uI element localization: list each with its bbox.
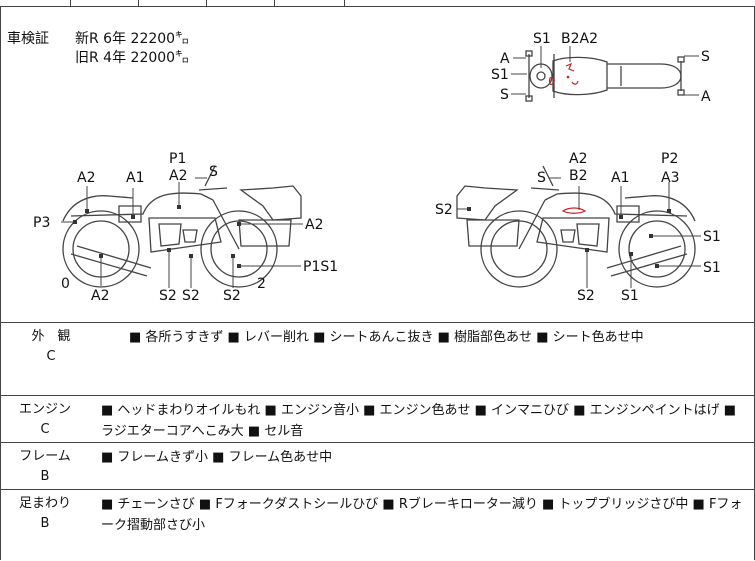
- label-top-a-right: A: [701, 89, 711, 105]
- label-top-s-left: S: [500, 87, 509, 103]
- section-details: ■ フレームきず小 ■ フレーム色あせ中: [101, 450, 333, 465]
- label-right-a2: A2: [569, 151, 587, 167]
- section-details: ■ ヘッドまわりオイルもれ ■ エンジン音小 ■ エンジン色あせ ■ インマニひ…: [101, 403, 737, 439]
- label-right-s1-lower: S1: [703, 260, 721, 276]
- section-label: 足まわり B: [15, 494, 75, 534]
- section-title: フレーム: [19, 449, 71, 464]
- section-grade: B: [40, 469, 50, 484]
- label-top-b2a2: B2A2: [561, 31, 598, 47]
- section-title: 外 観: [31, 329, 71, 344]
- label-right-s1-upper: S1: [703, 229, 721, 245]
- registration-old: 旧R 4年 22000㌔: [75, 50, 190, 66]
- section-engine: エンジン C ■ ヘッドまわりオイルもれ ■ エンジン音小 ■ エンジン色あせ …: [0, 396, 755, 443]
- label-left-s2-c: S2: [223, 288, 241, 304]
- label-right-s2-bottom: S2: [577, 288, 595, 304]
- label-left-0: 0: [61, 276, 70, 292]
- label-right-b2: B2: [569, 168, 588, 184]
- label-left-a2-right: A2: [305, 217, 323, 233]
- damage-diagram-panel: 車検証 新R 6年 22200㌔ 旧R 4年 22000㌔: [0, 6, 755, 323]
- section-details: ■ チェーンさび ■ Fフォークダストシールひび ■ Rブレーキローター減り ■…: [101, 497, 743, 533]
- label-left-a2-rear: A2: [77, 170, 95, 186]
- left-side-leaders: [61, 177, 303, 288]
- left-side-bike: [62, 165, 302, 288]
- label-left-s2-a: S2: [159, 288, 177, 304]
- registration-label: 車検証: [7, 31, 49, 47]
- section-grade: C: [40, 422, 50, 437]
- right-side-dots: [467, 207, 671, 268]
- top-view-damage-marks: [549, 62, 579, 86]
- divider: [70, 0, 71, 6]
- label-top-s-right: S: [701, 49, 710, 65]
- top-view-labels: A S1 B2A2 S S1 S A: [491, 31, 711, 105]
- section-title: エンジン: [18, 402, 71, 417]
- top-view-bike: [525, 50, 685, 102]
- right-side-bike: [456, 165, 696, 288]
- registration-new: 新R 6年 22200㌔: [75, 31, 190, 47]
- section-label: 外 観 C: [21, 327, 81, 367]
- label-top-s1-upper: S1: [533, 31, 551, 47]
- label-left-s2-b: S2: [182, 288, 200, 304]
- label-top-s1-left: S1: [491, 67, 509, 83]
- section-details: ■ 各所うすきず ■ レバー削れ ■ シートあんこ抜き ■ 樹脂部色あせ ■ シ…: [129, 330, 644, 345]
- label-left-p1: P1: [169, 151, 186, 167]
- label-right-p2: P2: [661, 151, 678, 167]
- section-grade: B: [40, 516, 50, 531]
- label-left-a2-bottom: A2: [91, 288, 109, 304]
- label-top-a: A: [500, 51, 510, 67]
- section-title: 足まわり: [18, 496, 71, 511]
- divider: [206, 0, 207, 6]
- label-left-p3: P3: [33, 215, 50, 231]
- section-label: エンジン C: [15, 400, 75, 440]
- right-side-labels: A2 S B2 P2 A1 A3 S2 S1 S1 S2 S1: [435, 151, 721, 304]
- label-left-2: 2: [257, 276, 266, 292]
- label-right-s: S: [537, 170, 546, 186]
- divider: [138, 0, 139, 6]
- section-frame: フレーム B ■ フレームきず小 ■ フレーム色あせ中: [0, 443, 755, 490]
- divider: [344, 0, 345, 6]
- label-left-p1s1: P1S1: [303, 259, 338, 275]
- section-exterior: 外 観 C ■ 各所うすきず ■ レバー削れ ■ シートあんこ抜き ■ 樹脂部色…: [0, 323, 755, 396]
- right-side-damage-marks: [561, 207, 587, 214]
- section-grade: C: [46, 349, 56, 364]
- left-side-labels: P1 A2 A1 A2 S P3 A2 P1S1 0 A2 S2 S2 S2 2: [33, 151, 338, 304]
- top-view-leaders: [511, 46, 699, 96]
- section-suspension: 足まわり B ■ チェーンさび ■ Fフォークダストシールひび ■ Rブレーキロ…: [0, 490, 755, 560]
- right-side-leaders: [457, 177, 701, 288]
- label-left-a1: A1: [126, 170, 144, 186]
- left-side-dots: [73, 205, 241, 268]
- label-right-s2-left: S2: [435, 202, 453, 218]
- label-left-s: S: [209, 164, 218, 180]
- label-left-a2-top: A2: [169, 168, 187, 184]
- motorcycle-diagrams: A S1 B2A2 S S1 S A: [33, 31, 721, 304]
- top-table-edge: [0, 0, 755, 7]
- divider: [274, 0, 275, 6]
- label-right-a3: A3: [661, 170, 679, 186]
- label-right-s1-bottom: S1: [621, 288, 639, 304]
- label-right-a1: A1: [611, 170, 629, 186]
- section-label: フレーム B: [15, 447, 75, 487]
